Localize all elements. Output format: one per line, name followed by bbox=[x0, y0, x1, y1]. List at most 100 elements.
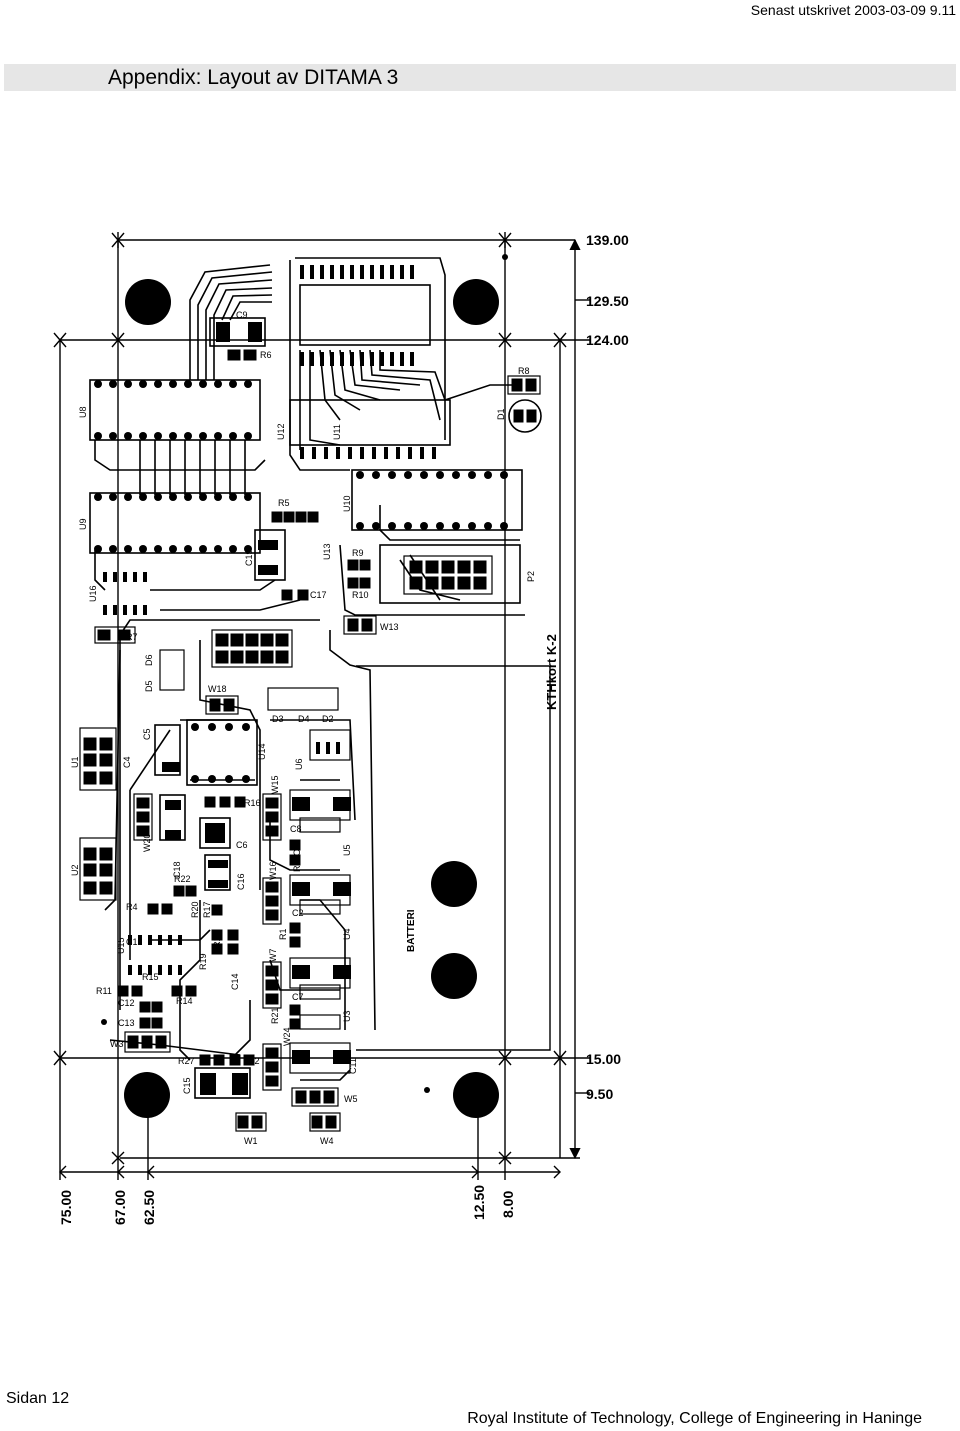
ic-pins bbox=[94, 380, 508, 783]
ref-r1: R1 bbox=[278, 928, 288, 940]
dim-129-5: 129.50 bbox=[586, 293, 629, 309]
ref-d5: D5 bbox=[144, 680, 154, 692]
ref-u14: U14 bbox=[257, 743, 267, 760]
ref-u9: U9 bbox=[78, 518, 88, 530]
ref-d1: D1 bbox=[496, 408, 506, 420]
board-label: KTHkort K-2 bbox=[544, 634, 559, 710]
ref-r19: R19 bbox=[198, 953, 208, 970]
ref-u4: U4 bbox=[342, 928, 352, 940]
component-outlines bbox=[79, 375, 541, 1132]
ref-w24: W24 bbox=[282, 1027, 292, 1046]
ic-packages bbox=[89, 284, 542, 1099]
dim-75: 75.00 bbox=[58, 1190, 74, 1225]
ref-u5: U5 bbox=[342, 844, 352, 856]
ref-r7: R7 bbox=[126, 632, 138, 642]
battery-area bbox=[356, 665, 551, 1051]
ref-w4: W4 bbox=[320, 1136, 334, 1146]
ref-c11: C11 bbox=[348, 1058, 358, 1074]
dim-139: 139.00 bbox=[586, 232, 629, 248]
mounting-holes bbox=[101, 254, 508, 1118]
ref-r11: R11 bbox=[96, 986, 112, 996]
ref-r21: R21 bbox=[270, 1007, 280, 1024]
ref-u2: U2 bbox=[70, 864, 80, 876]
ref-w20: W20 bbox=[142, 833, 152, 852]
ref-u16: U16 bbox=[88, 585, 98, 602]
dim-8: 8.00 bbox=[500, 1191, 516, 1218]
ref-c3: C3 bbox=[292, 844, 302, 856]
smd-pads bbox=[103, 265, 436, 1095]
dimension-labels-right: 139.00 129.50 124.00 15.00 9.50 bbox=[586, 232, 629, 1102]
ref-c5: C5 bbox=[142, 728, 152, 740]
ref-r5: R5 bbox=[278, 498, 290, 508]
dim-12-5: 12.50 bbox=[471, 1185, 487, 1220]
ref-r9: R9 bbox=[352, 548, 364, 558]
ref-r8: R8 bbox=[518, 366, 530, 376]
ref-c1: C1 bbox=[126, 937, 138, 947]
page-number: Sidan 12 bbox=[6, 1390, 70, 1407]
ref-w1: W1 bbox=[244, 1136, 258, 1146]
ref-u6: U6 bbox=[294, 758, 304, 770]
ref-u11: U11 bbox=[332, 424, 342, 440]
ref-w7: W7 bbox=[268, 949, 278, 963]
ref-w18: W18 bbox=[208, 684, 227, 694]
ref-u1: U1 bbox=[70, 756, 80, 768]
ref-c4: C4 bbox=[122, 756, 132, 768]
ref-c8: C8 bbox=[290, 824, 302, 834]
ref-u10: U10 bbox=[342, 495, 352, 512]
ref-r20: R20 bbox=[190, 901, 200, 918]
ref-r4: R4 bbox=[126, 902, 138, 912]
ref-u15: U15 bbox=[116, 937, 126, 954]
ref-r15: R15 bbox=[142, 972, 159, 982]
ref-r2: R2 bbox=[248, 1056, 260, 1066]
ref-w5: W5 bbox=[344, 1094, 358, 1104]
pcb-traces bbox=[94, 257, 525, 1081]
ref-d6: D6 bbox=[144, 654, 154, 666]
ref-c7: C7 bbox=[292, 992, 304, 1002]
dim-62-5: 62.50 bbox=[141, 1190, 157, 1225]
print-timestamp: Senast utskrivet 2003-03-09 9.11 bbox=[750, 2, 956, 18]
page-title: Appendix: Layout av DITAMA 3 bbox=[108, 66, 399, 89]
ref-c15: C15 bbox=[182, 1077, 192, 1094]
ref-w3: W3 bbox=[110, 1039, 124, 1049]
ref-c16: C16 bbox=[236, 873, 246, 890]
ref-c14: C14 bbox=[230, 973, 240, 990]
ref-r18: R18 bbox=[212, 931, 222, 948]
ref-c17: C17 bbox=[310, 590, 327, 600]
ref-d3: D3 bbox=[272, 714, 284, 724]
dim-15: 15.00 bbox=[586, 1051, 621, 1067]
ref-w15: W15 bbox=[270, 775, 280, 794]
ref-c19: C19 bbox=[244, 549, 254, 566]
ref-r17: R17 bbox=[202, 901, 212, 918]
dimension-labels-bottom: 75.00 67.00 62.50 12.50 8.00 bbox=[58, 1185, 516, 1225]
ref-c6: C6 bbox=[236, 840, 248, 850]
ref-w13: W13 bbox=[380, 622, 399, 632]
ref-r10: R10 bbox=[352, 590, 369, 600]
title-bar: Appendix: Layout av DITAMA 3 bbox=[4, 64, 956, 91]
ref-r16: R16 bbox=[244, 798, 261, 808]
dim-67: 67.00 bbox=[112, 1190, 128, 1225]
ref-u3: U3 bbox=[342, 1010, 352, 1022]
connector-pads bbox=[83, 349, 537, 1129]
ref-r14: R14 bbox=[176, 996, 193, 1006]
pcb-layout-drawing: 139.00 129.50 124.00 15.00 9.50 75.00 67… bbox=[53, 232, 629, 1225]
ref-r27: R27 bbox=[178, 1056, 195, 1066]
ref-c18: C18 bbox=[172, 861, 182, 878]
ref-d2: D2 bbox=[322, 714, 334, 724]
ref-u8: U8 bbox=[78, 406, 88, 418]
ref-p2: P2 bbox=[526, 571, 536, 582]
ref-r22: R22 bbox=[174, 874, 191, 884]
ref-u12: U12 bbox=[276, 423, 286, 440]
ref-r6: R6 bbox=[260, 350, 272, 360]
reference-designators: U8 U9 U16 U1 U2 U15 U12 U11 U10 U13 U14 … bbox=[70, 310, 536, 1146]
dim-9-5: 9.50 bbox=[586, 1086, 613, 1102]
battery-label: BATTERI bbox=[406, 909, 417, 952]
ref-r3: R3 bbox=[292, 860, 302, 872]
footer-institution: Royal Institute of Technology, College o… bbox=[467, 1410, 922, 1427]
ref-w16: W16 bbox=[268, 861, 278, 880]
ref-c2: C2 bbox=[292, 908, 304, 918]
ref-u13: U13 bbox=[322, 543, 332, 560]
ref-c13: C13 bbox=[118, 1018, 135, 1028]
ref-c9: C9 bbox=[236, 310, 248, 320]
ref-c12: C12 bbox=[118, 998, 135, 1008]
ref-d4: D4 bbox=[298, 714, 310, 724]
